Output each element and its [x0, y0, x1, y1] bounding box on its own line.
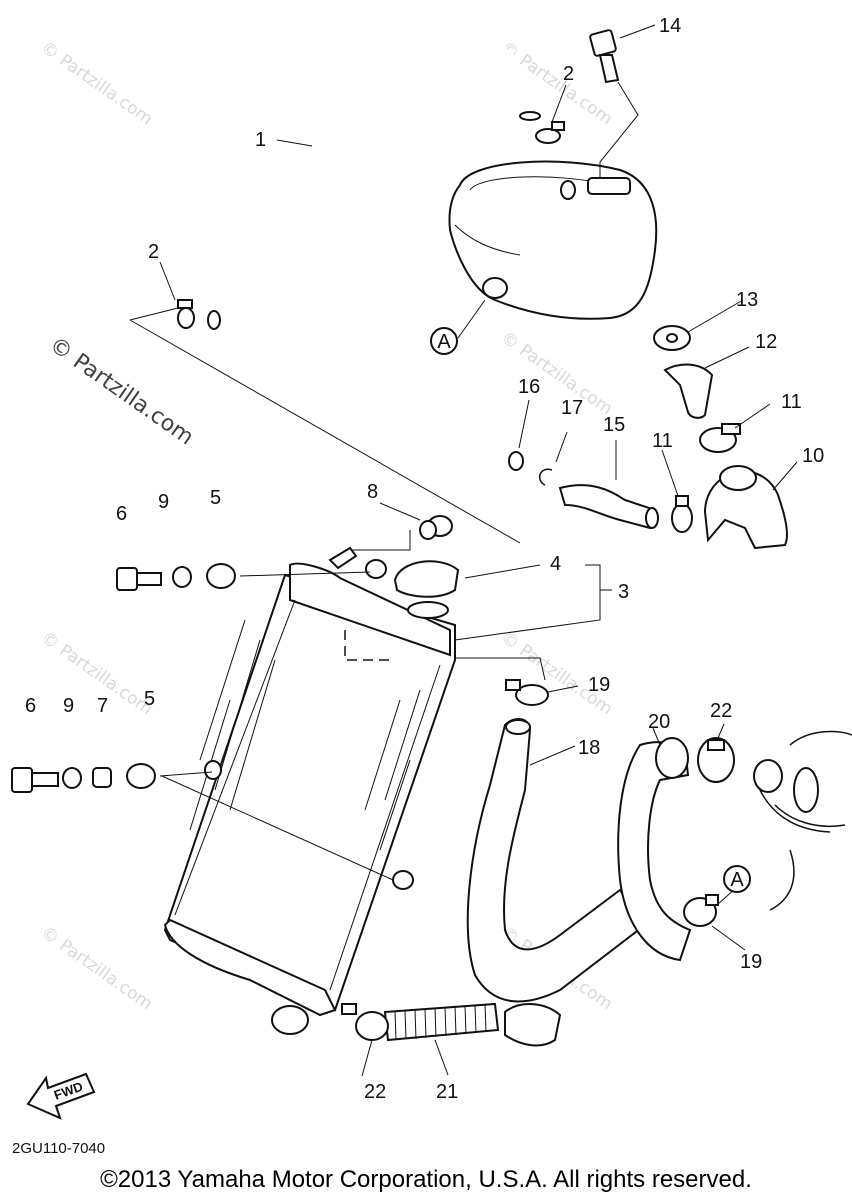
callout-5: 5: [144, 688, 155, 710]
callout-20: 20: [648, 711, 670, 733]
ref-marker-label: A: [437, 331, 451, 353]
callout-labels: 1 2 2 3 4 5 5 6 6 7 8 9 9 10 11 11 12 13…: [25, 15, 824, 1103]
diagram-code: 2GU110-7040: [12, 1140, 106, 1157]
callout-6: 6: [116, 503, 127, 525]
callout-3: 3: [618, 581, 629, 603]
watermark: © Partzilla.com: [37, 38, 156, 130]
callout-6: 6: [25, 695, 36, 717]
collar-7: [92, 767, 112, 788]
clamp-2-left: [177, 299, 195, 329]
grommet-8: [419, 515, 453, 540]
callout-11: 11: [781, 391, 802, 413]
hose-1: [207, 22, 541, 331]
callout-18: 18: [578, 737, 600, 759]
o-ring-16: [508, 451, 524, 471]
callout-22: 22: [364, 1081, 386, 1103]
callout-10: 10: [802, 445, 824, 467]
clamp-11-lower: [671, 495, 693, 533]
callout-22: 22: [710, 700, 732, 722]
callout-2: 2: [148, 241, 159, 263]
callout-11: 11: [652, 430, 673, 452]
clamp-19-upper: [505, 679, 549, 706]
washer-9-upper: [172, 566, 192, 588]
hose-21: [383, 1002, 562, 1047]
clamp-22-lower: [341, 1003, 389, 1041]
copyright-notice: ©2013 Yamaha Motor Corporation, U.S.A. A…: [100, 1166, 752, 1193]
hose-18: [466, 718, 647, 1003]
callout-2: 2: [563, 63, 574, 85]
radiator-cap-4: [393, 560, 460, 619]
grommet-5-upper: [206, 563, 236, 589]
hose-20: [617, 737, 692, 962]
ref-marker-a-top: A: [430, 327, 458, 355]
pipe-15: [558, 484, 659, 530]
clamp-2-top: [535, 121, 565, 144]
grommet-5-lower: [126, 763, 156, 789]
callout-17: 17: [561, 397, 583, 419]
watermark: © Partzilla.com: [497, 328, 616, 420]
clamp-11-upper: [699, 423, 741, 453]
callout-9: 9: [158, 491, 169, 513]
callout-15: 15: [603, 414, 625, 436]
hose-10: [703, 465, 788, 550]
washer-9-lower: [62, 767, 82, 789]
callout-16: 16: [518, 376, 540, 398]
bolt-6-lower: [11, 767, 59, 793]
callout-1: 1: [255, 129, 266, 151]
circlip-17: [538, 468, 553, 486]
fwd-arrow: FWD: [26, 1072, 96, 1120]
callout-19: 19: [740, 951, 762, 973]
gasket-12: [663, 363, 714, 419]
callout-7: 7: [97, 695, 108, 717]
callout-9: 9: [63, 695, 74, 717]
callout-5: 5: [210, 487, 221, 509]
callout-4: 4: [550, 553, 561, 575]
clamp-22-right: [697, 737, 735, 783]
bracket-13: [653, 325, 691, 351]
bolt-6-upper: [116, 567, 162, 591]
callout-13: 13: [736, 289, 758, 311]
callout-21: 21: [436, 1081, 458, 1103]
callout-19: 19: [588, 674, 610, 696]
reservoir-tank: [448, 160, 658, 320]
engine-outlet: [753, 730, 852, 911]
watermark: © Partzilla.com: [37, 923, 156, 1015]
ref-marker-label: A: [730, 869, 744, 891]
callout-8: 8: [367, 481, 378, 503]
clamp-19-lower: [683, 894, 719, 927]
leader-lines: [129, 24, 798, 1077]
bolt-14: [589, 29, 620, 84]
watermark-large: © Partzilla.com: [45, 332, 198, 450]
callout-12: 12: [755, 331, 777, 353]
callout-14: 14: [659, 15, 681, 37]
ref-marker-a-right: A: [723, 865, 751, 893]
radiator: [163, 546, 456, 1035]
